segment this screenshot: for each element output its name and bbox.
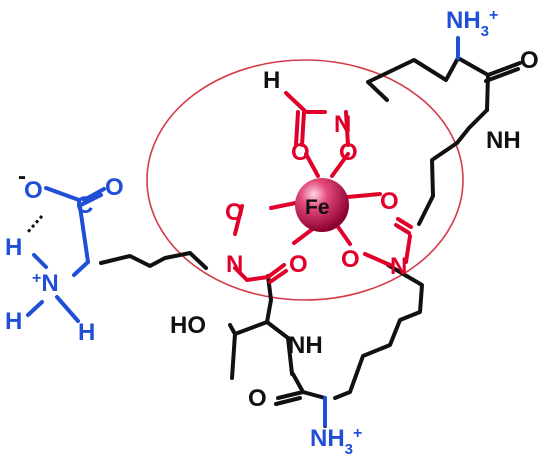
top-ammonium-label: NH3+ [446,7,498,40]
top-left-oxygen-label: O [291,139,310,166]
carboxylate-minus-label: - [18,163,26,190]
bottom-ammonium-label: NH3+ [310,425,362,458]
iron-label: Fe [305,196,330,219]
left-bottom-hydrogen-label: H [5,308,22,335]
left-oxygen-label: O [225,199,244,226]
black-bonds [26,56,522,428]
left-carbonyl-oxygen-label: O [289,251,308,278]
top-amide-oxygen-label: O [520,47,539,74]
left-top-hydrogen-label: H [5,234,22,261]
formyl-h-label: H [263,67,280,94]
carboxylate-carbon-label: C [76,192,93,219]
middle-nh-label: NH [288,332,323,359]
top-nitrogen-label: N [334,111,351,138]
right-nitrogen-label: N [390,253,407,280]
highlight-ellipse [146,59,464,301]
bottom-amide-oxygen-label: O [248,385,267,412]
right-lower-oxygen-label: O [341,246,360,273]
carboxylate-oxygen-one-label: O [24,177,43,204]
top-right-oxygen-label: O [339,139,358,166]
right-carbonyl-oxygen-label: O [380,188,399,215]
iron-sphere [295,178,349,232]
left-nitrogen-label: N [226,251,243,278]
right-bottom-hydrogen-label: H [78,319,95,346]
left-ammonium-nitrogen-label: +N [32,270,59,297]
carboxylate-oxygen-two-label: O [105,174,124,201]
blue-bonds [26,36,460,427]
right-nh-label: NH [486,127,521,154]
hydroxyl-label: HO [170,312,206,339]
